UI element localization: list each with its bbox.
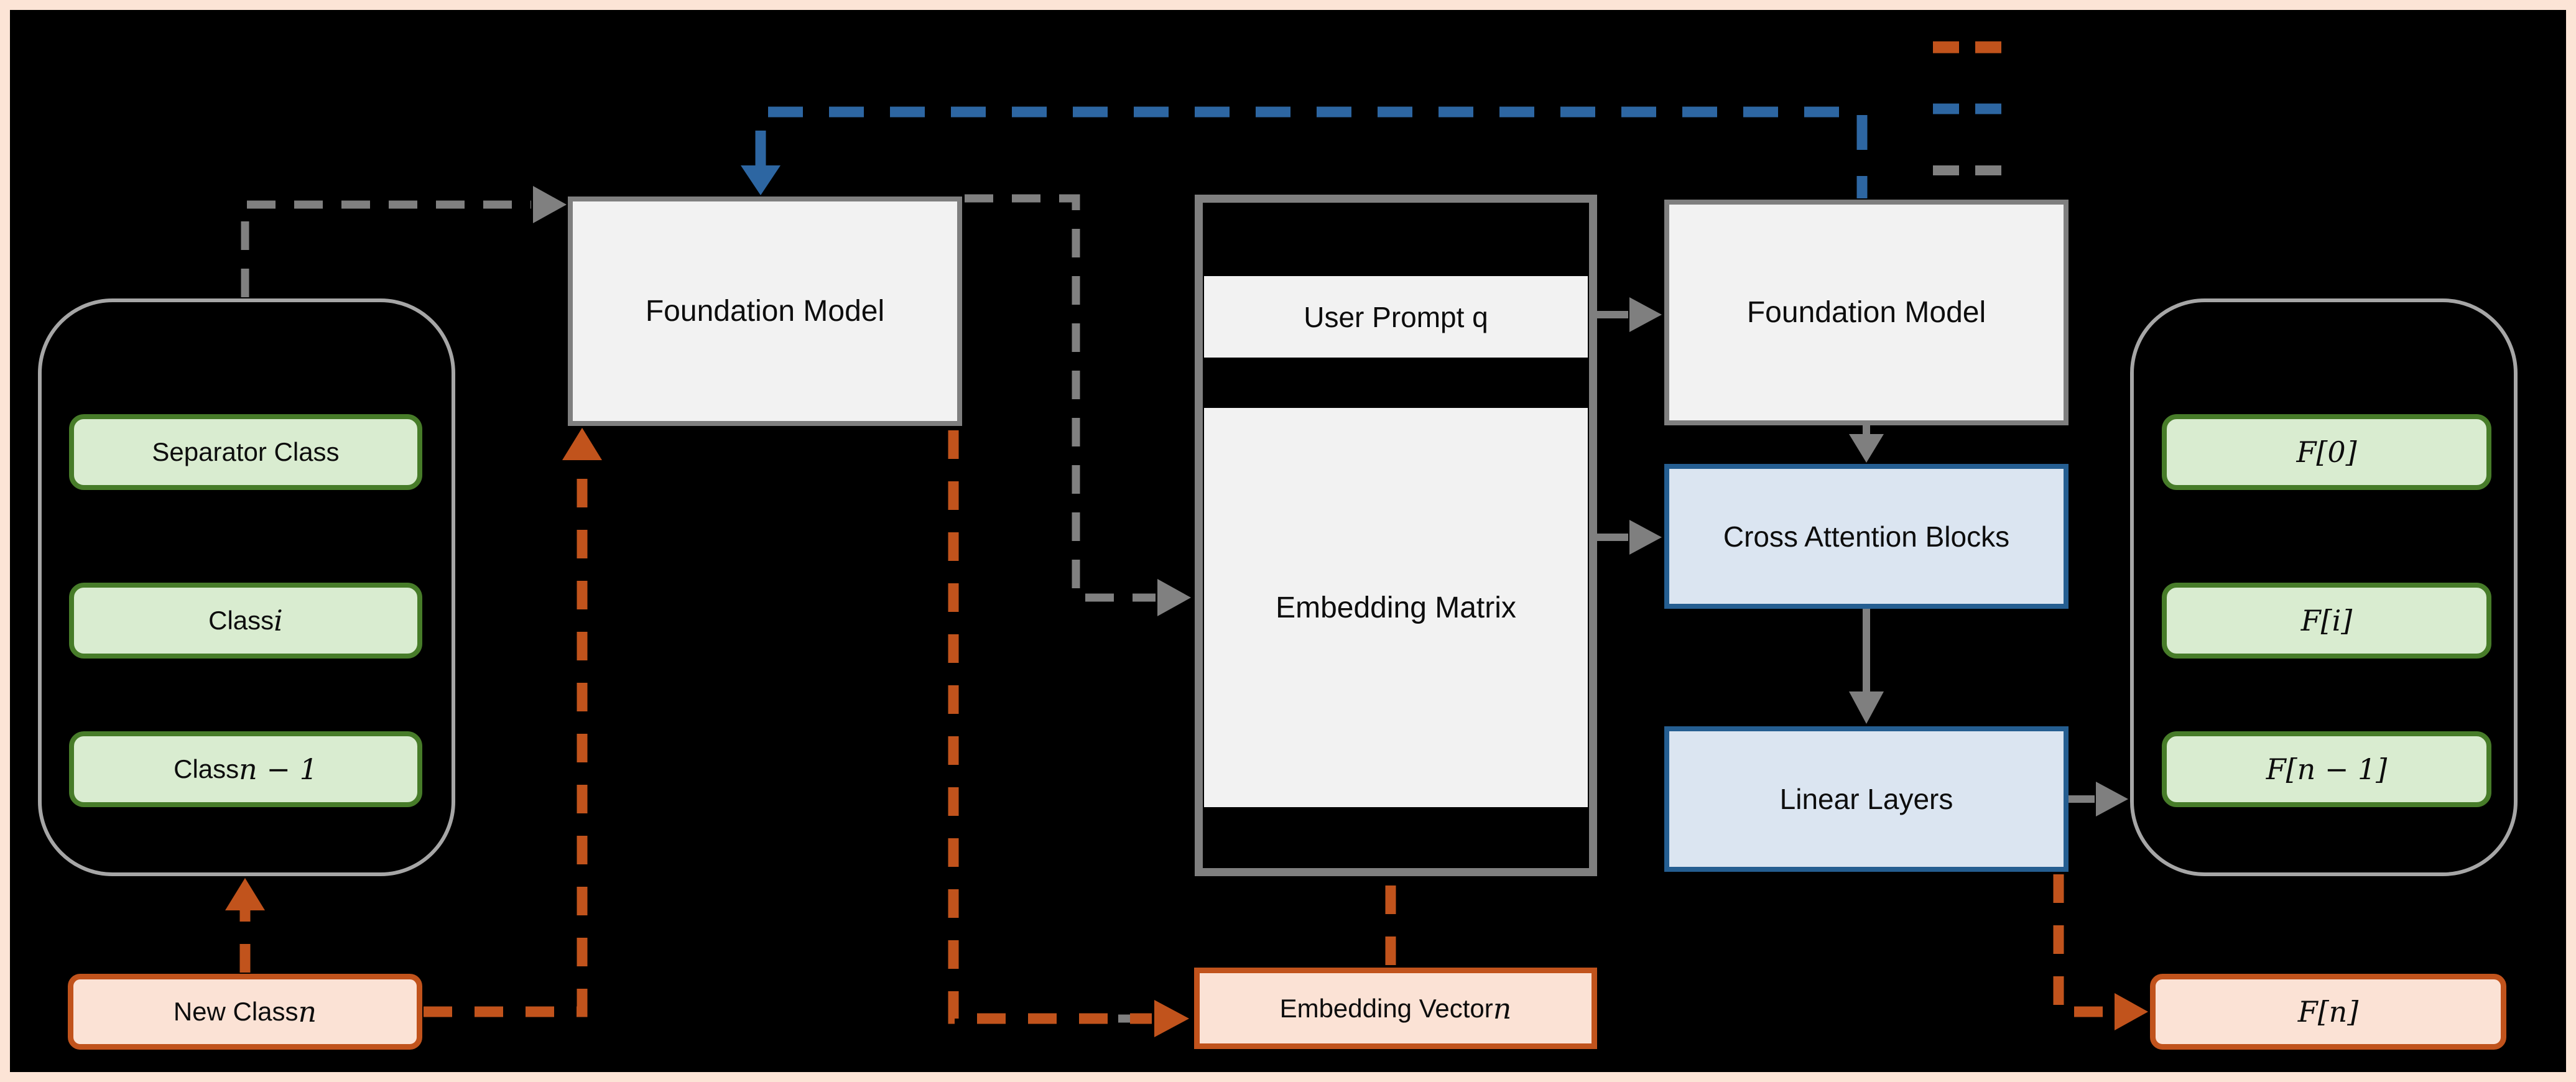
fn-label: F[n]	[2297, 995, 2359, 1029]
cross-attention-box: Cross Attention Blocks	[1664, 464, 2069, 609]
gray-dashed-fm-to-matrix	[965, 194, 1156, 602]
f0-box: F[0]	[2162, 414, 2491, 490]
arrowhead-blue-into-fm-left	[741, 165, 781, 195]
arrowhead-into-fm-left	[533, 186, 567, 223]
foundation-model-left-label: Foundation Model	[645, 295, 885, 328]
arrowhead-matrix-to-crossattn	[1629, 520, 1662, 555]
orange-dashed-fm-to-vector	[948, 430, 1152, 1024]
fi-label: F[i]	[2300, 604, 2353, 637]
foundation-model-left-box: Foundation Model	[568, 197, 962, 426]
gray-dashed-classes-to-fm	[241, 200, 531, 297]
linear-layers-box: Linear Layers	[1664, 726, 2069, 872]
embedding-matrix-box: Embedding Matrix	[1204, 408, 1588, 807]
arrowhead-fm-to-crossattn	[1849, 434, 1884, 463]
blue-dashed-query-path	[755, 106, 1868, 198]
linear-layers-label: Linear Layers	[1779, 783, 1953, 815]
cross-attention-label: Cross Attention Blocks	[1723, 520, 2010, 553]
fn-1-box: F[n − 1]	[2162, 731, 2491, 807]
arrowhead-into-group	[225, 878, 265, 910]
orange-dashed-newclass-to-fm	[424, 463, 588, 1017]
orange-dashed-linear-to-fn	[2053, 874, 2113, 1017]
user-prompt-label: User Prompt q	[1304, 300, 1488, 333]
separator-class-box: Separator Class	[69, 414, 422, 490]
arrowhead-into-fn	[2115, 993, 2148, 1030]
arrowhead-linear-to-outputs	[2096, 782, 2128, 816]
separator-class-label: Separator Class	[152, 437, 340, 466]
fn-box: F[n]	[2150, 974, 2506, 1050]
class-i-box: Class i	[69, 583, 422, 659]
arrowhead-into-vector	[1154, 1000, 1189, 1037]
arrowhead-into-fm-bottom	[562, 428, 602, 460]
f0-label: F[0]	[2296, 435, 2357, 469]
embedding-vector-label: Embedding Vector	[1279, 993, 1493, 1023]
arrowhead-crossattn-to-linear	[1849, 691, 1884, 724]
arrowhead-prompt-to-fm	[1629, 297, 1662, 332]
class-n-1-label: Class	[174, 754, 239, 784]
new-class-label: New Class	[173, 997, 299, 1026]
embedding-vector-box: Embedding Vector n	[1194, 968, 1597, 1049]
class-group-container	[38, 298, 455, 876]
output-group-container	[2130, 298, 2518, 876]
class-i-label: Class	[208, 606, 274, 635]
fi-box: F[i]	[2162, 583, 2491, 659]
user-prompt-box: User Prompt q	[1204, 276, 1588, 358]
arrowhead-into-matrix	[1157, 579, 1191, 616]
foundation-model-right-box: Foundation Model	[1664, 200, 2069, 425]
foundation-model-right-label: Foundation Model	[1746, 296, 1986, 329]
embedding-matrix-label: Embedding Matrix	[1276, 591, 1516, 624]
new-class-box: New Class n	[68, 974, 422, 1050]
fn-1-label: F[n − 1]	[2266, 752, 2388, 786]
class-n-1-box: Class n − 1	[69, 731, 422, 807]
